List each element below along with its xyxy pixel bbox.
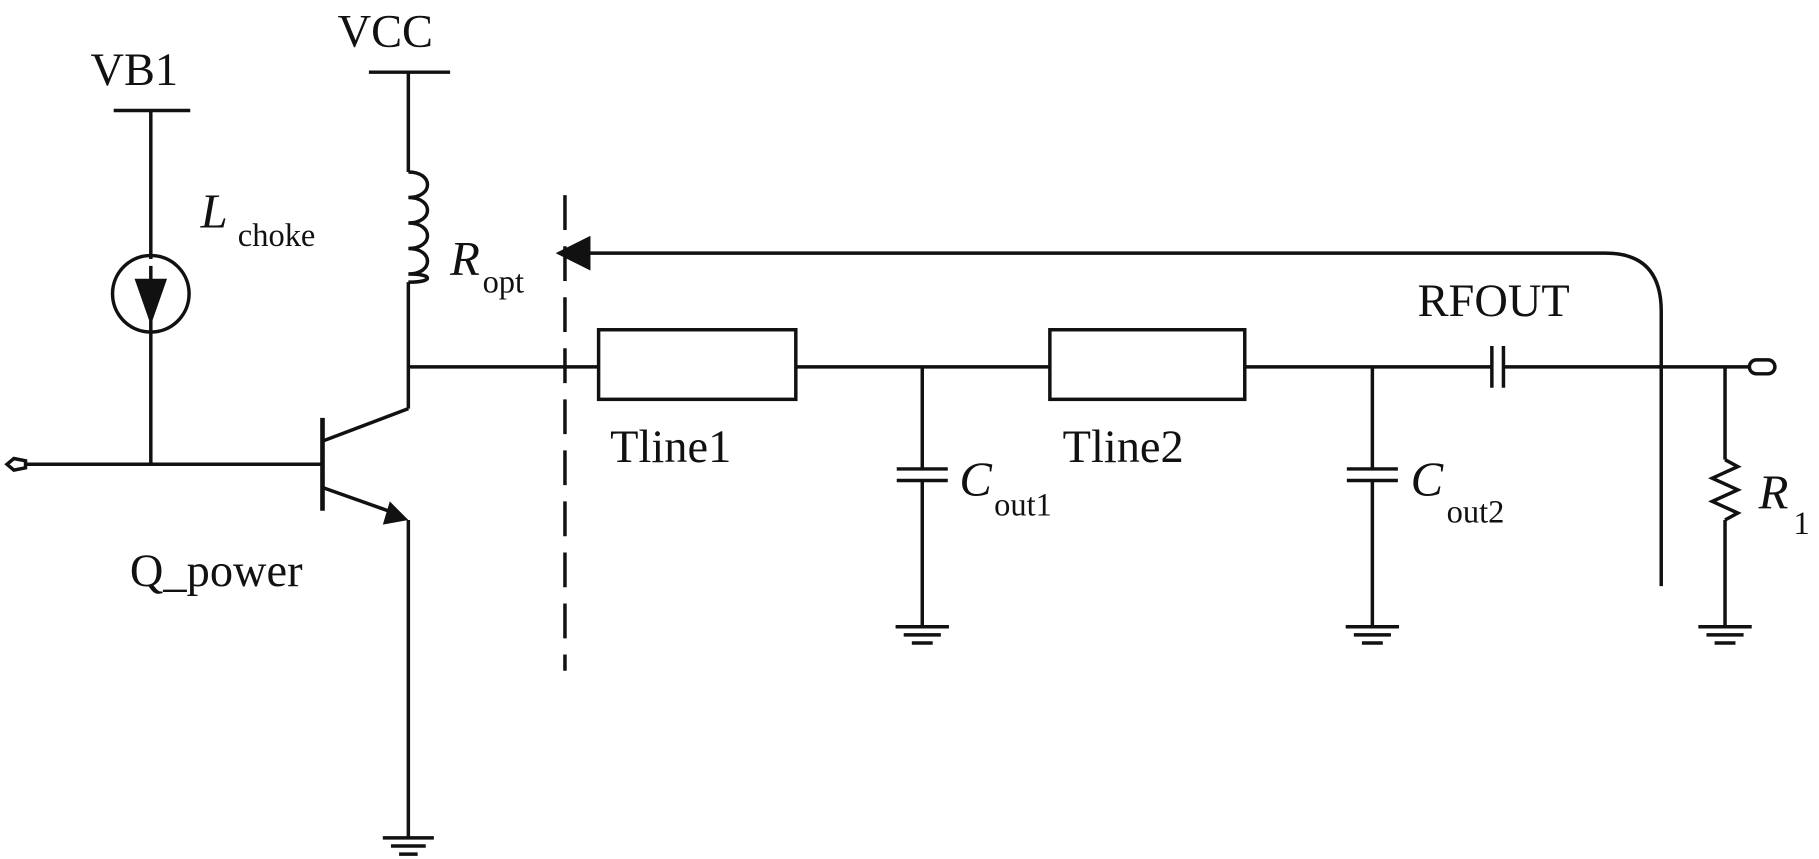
cout1-label-main: C bbox=[959, 453, 992, 507]
r1-label-main: R bbox=[1758, 465, 1789, 519]
rfout-label: RFOUT bbox=[1418, 276, 1570, 327]
current-source-icon bbox=[110, 253, 191, 334]
ground-icon bbox=[382, 836, 434, 856]
r1-label-sub: 1 bbox=[1793, 506, 1809, 542]
tline1-label: Tline1 bbox=[610, 422, 731, 473]
cout1-capacitor-icon bbox=[896, 467, 948, 483]
transistor-icon bbox=[320, 406, 411, 838]
tline2-block bbox=[1048, 327, 1247, 402]
cout1-label-sub: out1 bbox=[994, 487, 1052, 523]
resistor-icon bbox=[1708, 458, 1742, 522]
l-choke-label-main: L bbox=[200, 185, 228, 239]
cout2-capacitor-icon bbox=[1346, 467, 1398, 483]
input-terminal-icon bbox=[4, 456, 28, 472]
ground-icon bbox=[895, 624, 949, 645]
q-power-label: Q_power bbox=[130, 546, 303, 597]
cout2-label-main: C bbox=[1411, 453, 1444, 507]
l-choke-label-sub: choke bbox=[238, 218, 316, 254]
tline1-block bbox=[596, 327, 798, 402]
impedance-arrow bbox=[555, 235, 1663, 587]
vcc-label: VCC bbox=[338, 7, 433, 58]
inductor-icon bbox=[408, 170, 430, 284]
vb1-label: VB1 bbox=[90, 45, 178, 96]
tline2-label: Tline2 bbox=[1063, 422, 1184, 473]
r-opt-label-main: R bbox=[449, 232, 480, 286]
output-terminal-icon bbox=[1747, 358, 1777, 376]
series-capacitor-icon bbox=[1490, 345, 1506, 388]
r-opt-label-sub: opt bbox=[483, 265, 524, 301]
ground-icon bbox=[1345, 624, 1400, 645]
ground-icon bbox=[1698, 624, 1752, 645]
cout2-label-sub: out2 bbox=[1447, 494, 1505, 530]
